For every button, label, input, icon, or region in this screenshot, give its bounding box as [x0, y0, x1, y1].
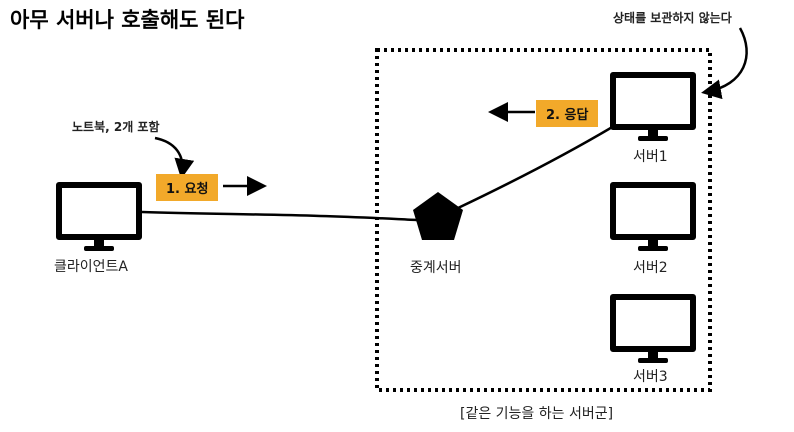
stateless-note-arrow [701, 27, 748, 100]
stateless-note: 상태를 보관하지 않는다 [613, 11, 732, 25]
relay-server-pentagon [413, 192, 463, 240]
laptop-note: 노트북, 2개 포함 [72, 120, 160, 134]
relay-server1-line [457, 124, 615, 210]
server1-monitor-icon [610, 72, 696, 142]
laptop-note-arrow [154, 136, 195, 179]
client-label: 클라이언트A [54, 259, 128, 275]
client-monitor-icon [56, 182, 142, 252]
server2-label: 서버2 [633, 260, 668, 276]
page-title: 아무 서버나 호출해도 된다 [10, 8, 245, 32]
relay-label: 중계서버 [410, 260, 462, 276]
server-group-caption: [같은 기능을 하는 서버군] [460, 406, 614, 422]
server1-label: 서버1 [633, 149, 668, 165]
request-tag: 1. 요청 [156, 174, 219, 201]
server2-monitor-icon [610, 182, 696, 252]
server-group-box [375, 48, 712, 392]
response-tag: 2. 응답 [536, 100, 599, 127]
server3-label: 서버3 [633, 369, 668, 385]
client-relay-line [141, 210, 419, 222]
server3-monitor-icon [610, 294, 696, 364]
